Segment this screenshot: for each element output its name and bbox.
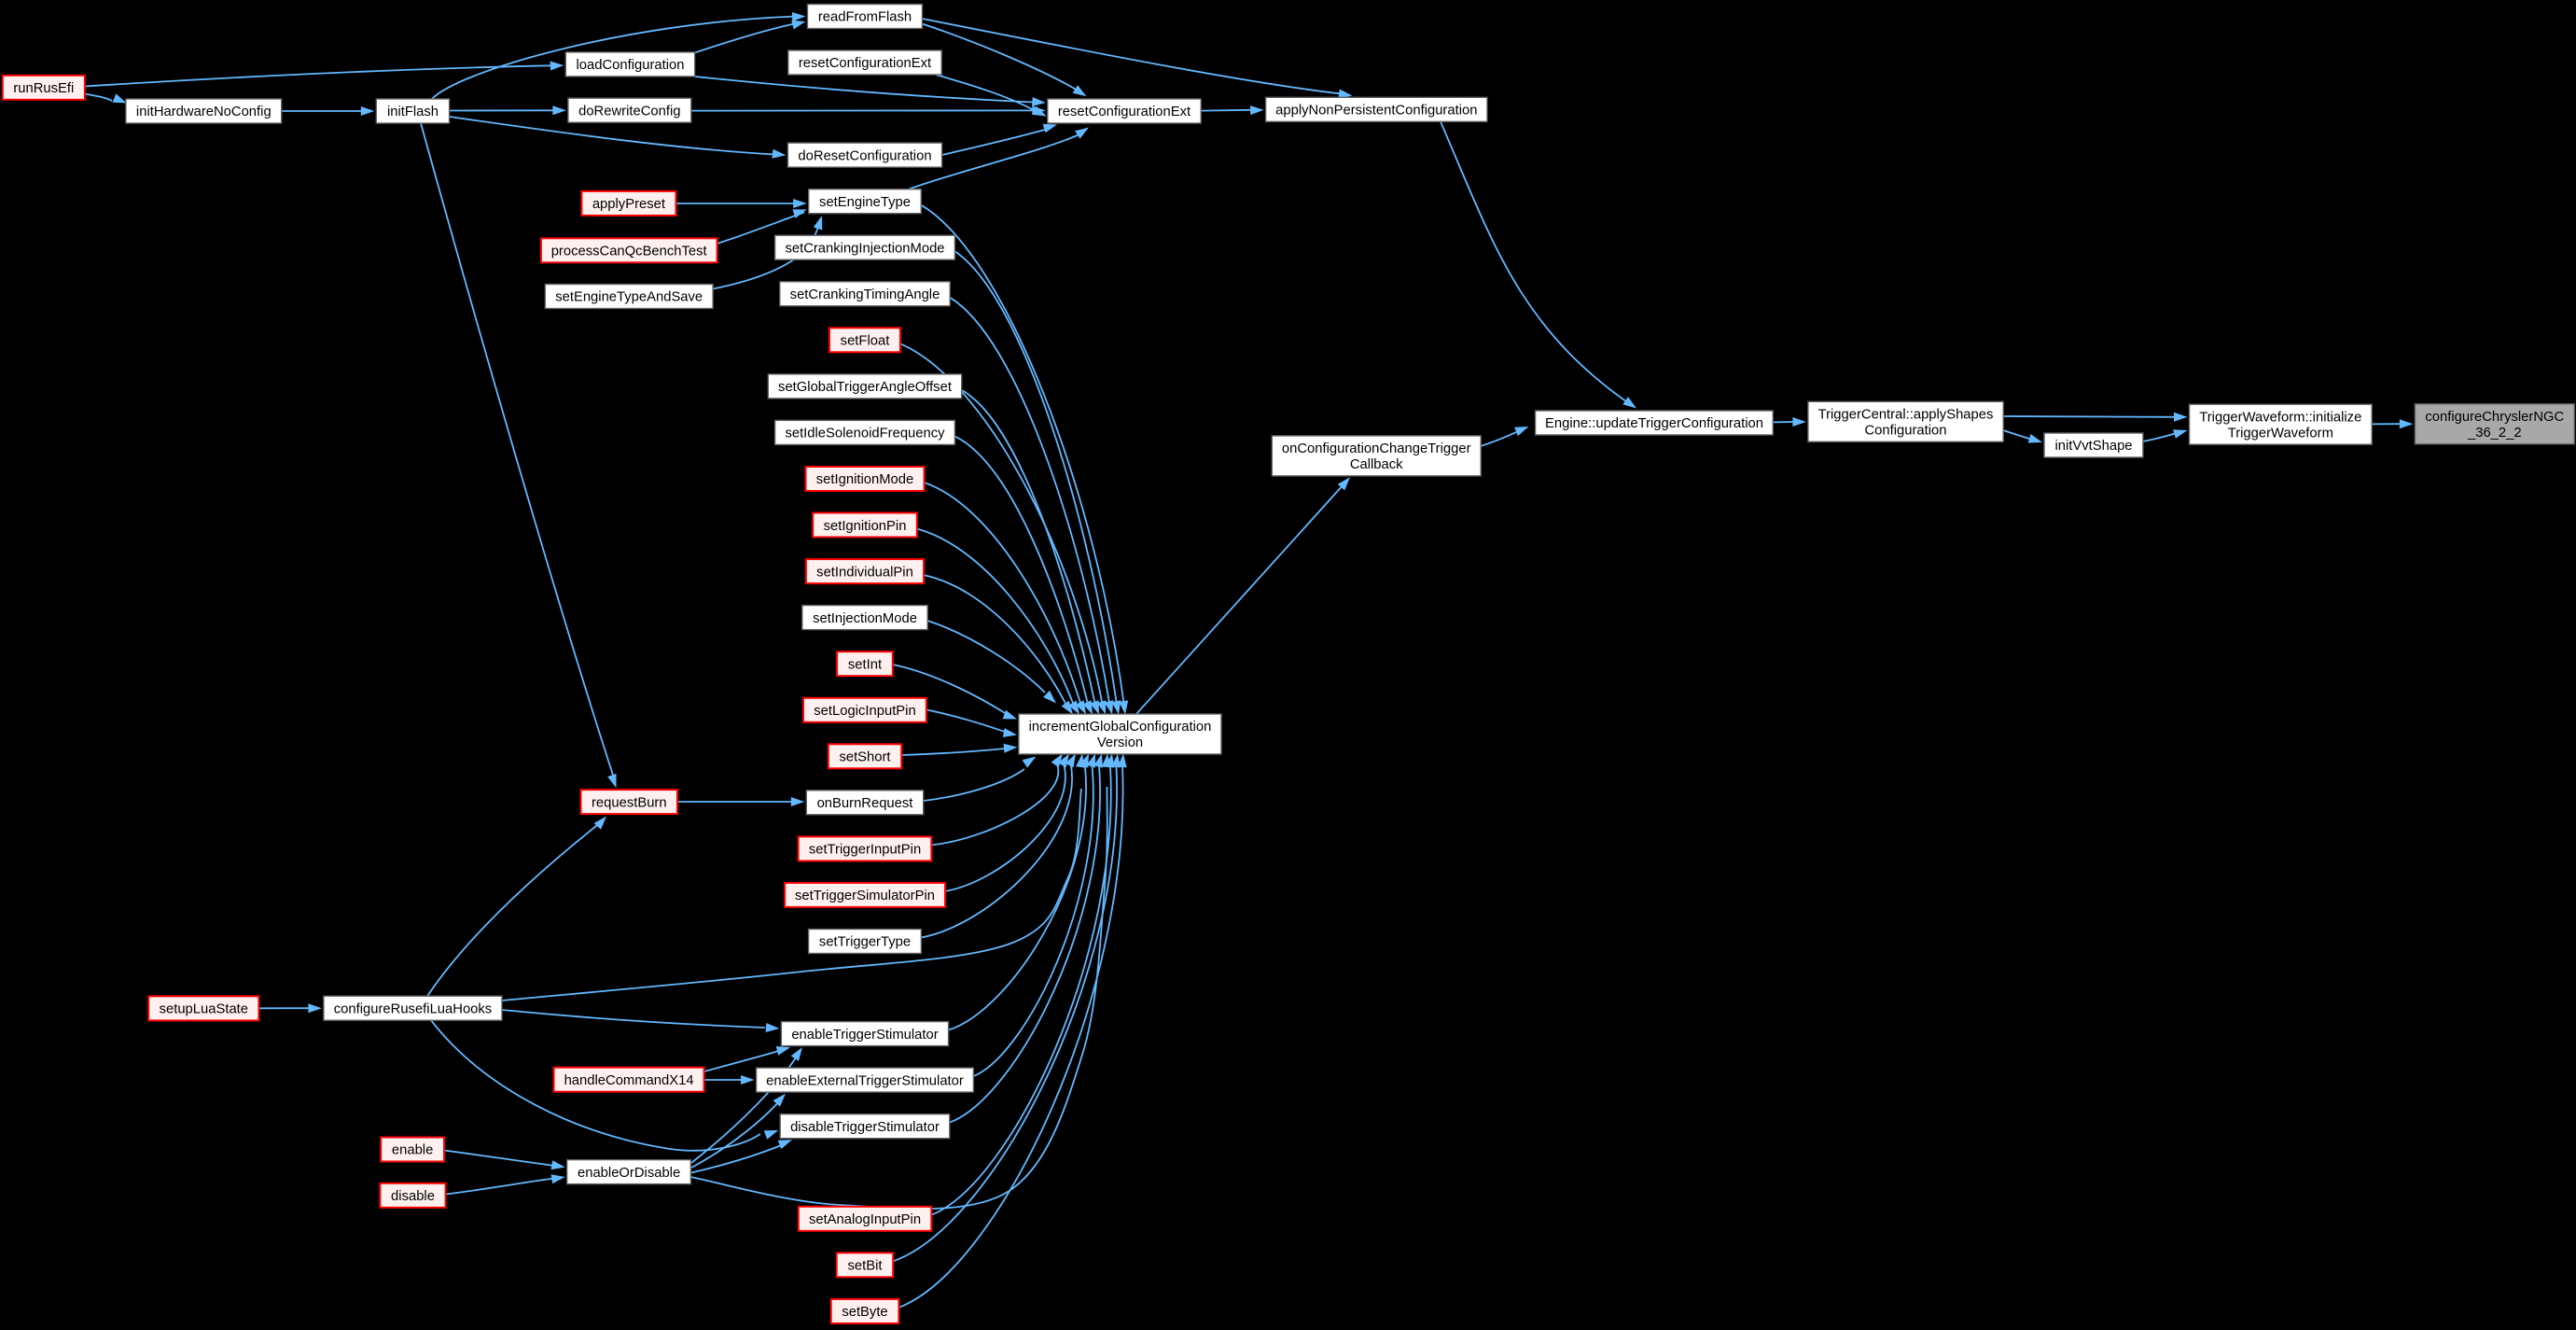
svg-text:processCanQcBenchTest: processCanQcBenchTest — [551, 245, 707, 259]
svg-text:setByte: setByte — [842, 1305, 887, 1320]
svg-text:setupLuaState: setupLuaState — [160, 1002, 248, 1017]
svg-text:loadConfiguration: loadConfiguration — [577, 58, 685, 73]
svg-text:initHardwareNoConfig: initHardwareNoConfig — [136, 105, 272, 119]
svg-text:setIndividualPin: setIndividualPin — [816, 565, 913, 580]
svg-text:resetConfigurationExt: resetConfigurationExt — [1058, 105, 1191, 119]
svg-text:setShort: setShort — [839, 750, 890, 765]
svg-text:Callback: Callback — [1350, 457, 1403, 472]
svg-text:handleCommandX14: handleCommandX14 — [564, 1073, 694, 1088]
svg-text:setIgnitionPin: setIgnitionPin — [824, 519, 907, 534]
svg-text:setCrankingInjectionMode: setCrankingInjectionMode — [785, 241, 944, 256]
svg-text:Version: Version — [1097, 735, 1143, 750]
svg-text:enableExternalTriggerStimulato: enableExternalTriggerStimulator — [766, 1073, 964, 1088]
svg-text:_36_2_2: _36_2_2 — [2467, 426, 2522, 441]
svg-text:readFromFlash: readFromFlash — [818, 10, 912, 25]
svg-text:doResetConfiguration: doResetConfiguration — [798, 148, 931, 163]
svg-text:runRusEfi: runRusEfi — [13, 81, 74, 96]
svg-text:setTriggerSimulatorPin: setTriggerSimulatorPin — [795, 889, 935, 903]
svg-text:disableTriggerStimulator: disableTriggerStimulator — [790, 1120, 940, 1135]
svg-text:disable: disable — [391, 1189, 435, 1204]
svg-text:onConfigurationChangeTrigger: onConfigurationChangeTrigger — [1282, 441, 1471, 456]
svg-text:requestBurn: requestBurn — [592, 795, 667, 810]
svg-text:enableTriggerStimulator: enableTriggerStimulator — [791, 1028, 938, 1043]
svg-text:configureRusefiLuaHooks: configureRusefiLuaHooks — [334, 1001, 492, 1016]
svg-text:setEngineTypeAndSave: setEngineTypeAndSave — [555, 290, 703, 305]
svg-text:setInt: setInt — [848, 657, 882, 672]
svg-text:TriggerWaveform: TriggerWaveform — [2228, 426, 2333, 441]
svg-text:setIgnitionMode: setIgnitionMode — [816, 472, 913, 487]
svg-text:setLogicInputPin: setLogicInputPin — [814, 704, 915, 719]
svg-text:Engine::updateTriggerConfigura: Engine::updateTriggerConfiguration — [1545, 416, 1763, 431]
svg-text:incrementGlobalConfiguration: incrementGlobalConfiguration — [1029, 720, 1212, 735]
svg-text:enable: enable — [392, 1143, 433, 1158]
svg-text:setEngineType: setEngineType — [819, 195, 911, 210]
svg-text:applyNonPersistentConfiguratio: applyNonPersistentConfiguration — [1275, 104, 1477, 119]
svg-text:setBit: setBit — [847, 1259, 882, 1274]
svg-text:doRewriteConfig: doRewriteConfig — [578, 104, 680, 119]
svg-text:setInjectionMode: setInjectionMode — [813, 611, 917, 626]
svg-text:TriggerWaveform::initialize: TriggerWaveform::initialize — [2199, 410, 2361, 425]
svg-text:setFloat: setFloat — [841, 334, 890, 349]
svg-text:enableOrDisable: enableOrDisable — [578, 1166, 680, 1181]
svg-text:setCrankingTimingAngle: setCrankingTimingAngle — [790, 287, 940, 302]
svg-text:setIdleSolenoidFrequency: setIdleSolenoidFrequency — [785, 427, 945, 441]
svg-text:initFlash: initFlash — [387, 105, 439, 119]
svg-text:setTriggerInputPin: setTriggerInputPin — [809, 843, 921, 858]
svg-text:setGlobalTriggerAngleOffset: setGlobalTriggerAngleOffset — [778, 380, 952, 395]
svg-text:Configuration: Configuration — [1864, 424, 1946, 439]
svg-text:setAnalogInputPin: setAnalogInputPin — [809, 1212, 921, 1227]
svg-text:resetConfigurationExt: resetConfigurationExt — [799, 56, 931, 71]
svg-text:onBurnRequest: onBurnRequest — [817, 796, 913, 811]
svg-text:TriggerCentral::applyShapes: TriggerCentral::applyShapes — [1818, 408, 1994, 423]
svg-text:configureChryslerNGC: configureChryslerNGC — [2425, 410, 2564, 425]
svg-text:setTriggerType: setTriggerType — [819, 935, 911, 950]
svg-text:applyPreset: applyPreset — [592, 197, 665, 212]
svg-text:initVvtShape: initVvtShape — [2054, 439, 2132, 454]
